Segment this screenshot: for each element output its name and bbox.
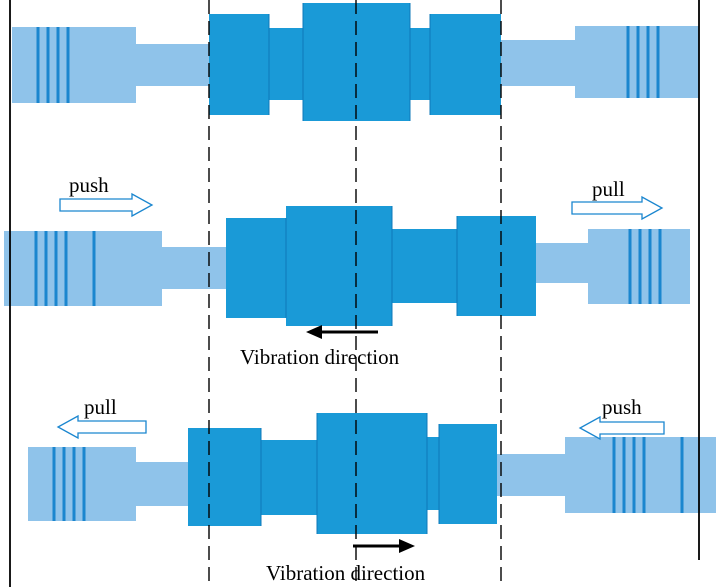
left-neck-1 [136, 44, 212, 86]
body-block-1b [269, 28, 303, 100]
push-arrow-icon [578, 415, 665, 441]
push-label-top: push [69, 173, 109, 197]
left-stripes-1 [36, 27, 70, 103]
body-block-2b [286, 206, 392, 326]
vibration-arrow-icon [353, 539, 415, 553]
body-block-3d [427, 437, 439, 510]
body-block-3e [439, 424, 497, 524]
right-stripes-3 [612, 437, 684, 513]
vibration-label-middle: Vibration direction [240, 345, 400, 369]
right-neck-2 [536, 243, 588, 283]
body-block-3c [317, 413, 427, 534]
pull-label-top: pull [592, 177, 625, 201]
body-block-3b [261, 440, 317, 515]
right-neck-1 [501, 40, 575, 86]
body-block-1e [430, 14, 501, 115]
right-horn-3 [565, 437, 716, 513]
left-neck-2 [162, 247, 226, 289]
pull-arrow-icon [571, 195, 664, 221]
left-horn-1 [12, 27, 136, 103]
row-1-assembly [12, 3, 699, 121]
body-block-2d [457, 216, 536, 316]
pull-label-bottom: pull [84, 395, 117, 419]
right-stripes-1 [626, 26, 660, 98]
body-block-1d [410, 28, 430, 100]
row-3-assembly [28, 413, 716, 534]
right-neck-3 [497, 454, 565, 496]
left-horn-2 [4, 231, 162, 306]
body-block-2c [392, 229, 457, 303]
left-neck-3 [136, 462, 188, 506]
left-stripes-3 [52, 447, 86, 521]
row-2-assembly [4, 206, 690, 326]
body-block-3a [188, 428, 261, 526]
left-horn-3 [28, 447, 136, 521]
pull-arrow-icon [56, 414, 147, 440]
body-block-2a [226, 218, 286, 318]
body-block-1a [209, 14, 269, 115]
push-label-bottom: push [602, 395, 642, 419]
vibration-arrow-icon [306, 325, 378, 339]
left-stripes-2 [34, 231, 96, 306]
vibration-label-bottom: Vibration direction [266, 561, 426, 585]
push-arrow-icon [59, 192, 154, 218]
right-stripes-2 [628, 229, 662, 304]
body-block-1c [303, 3, 410, 121]
